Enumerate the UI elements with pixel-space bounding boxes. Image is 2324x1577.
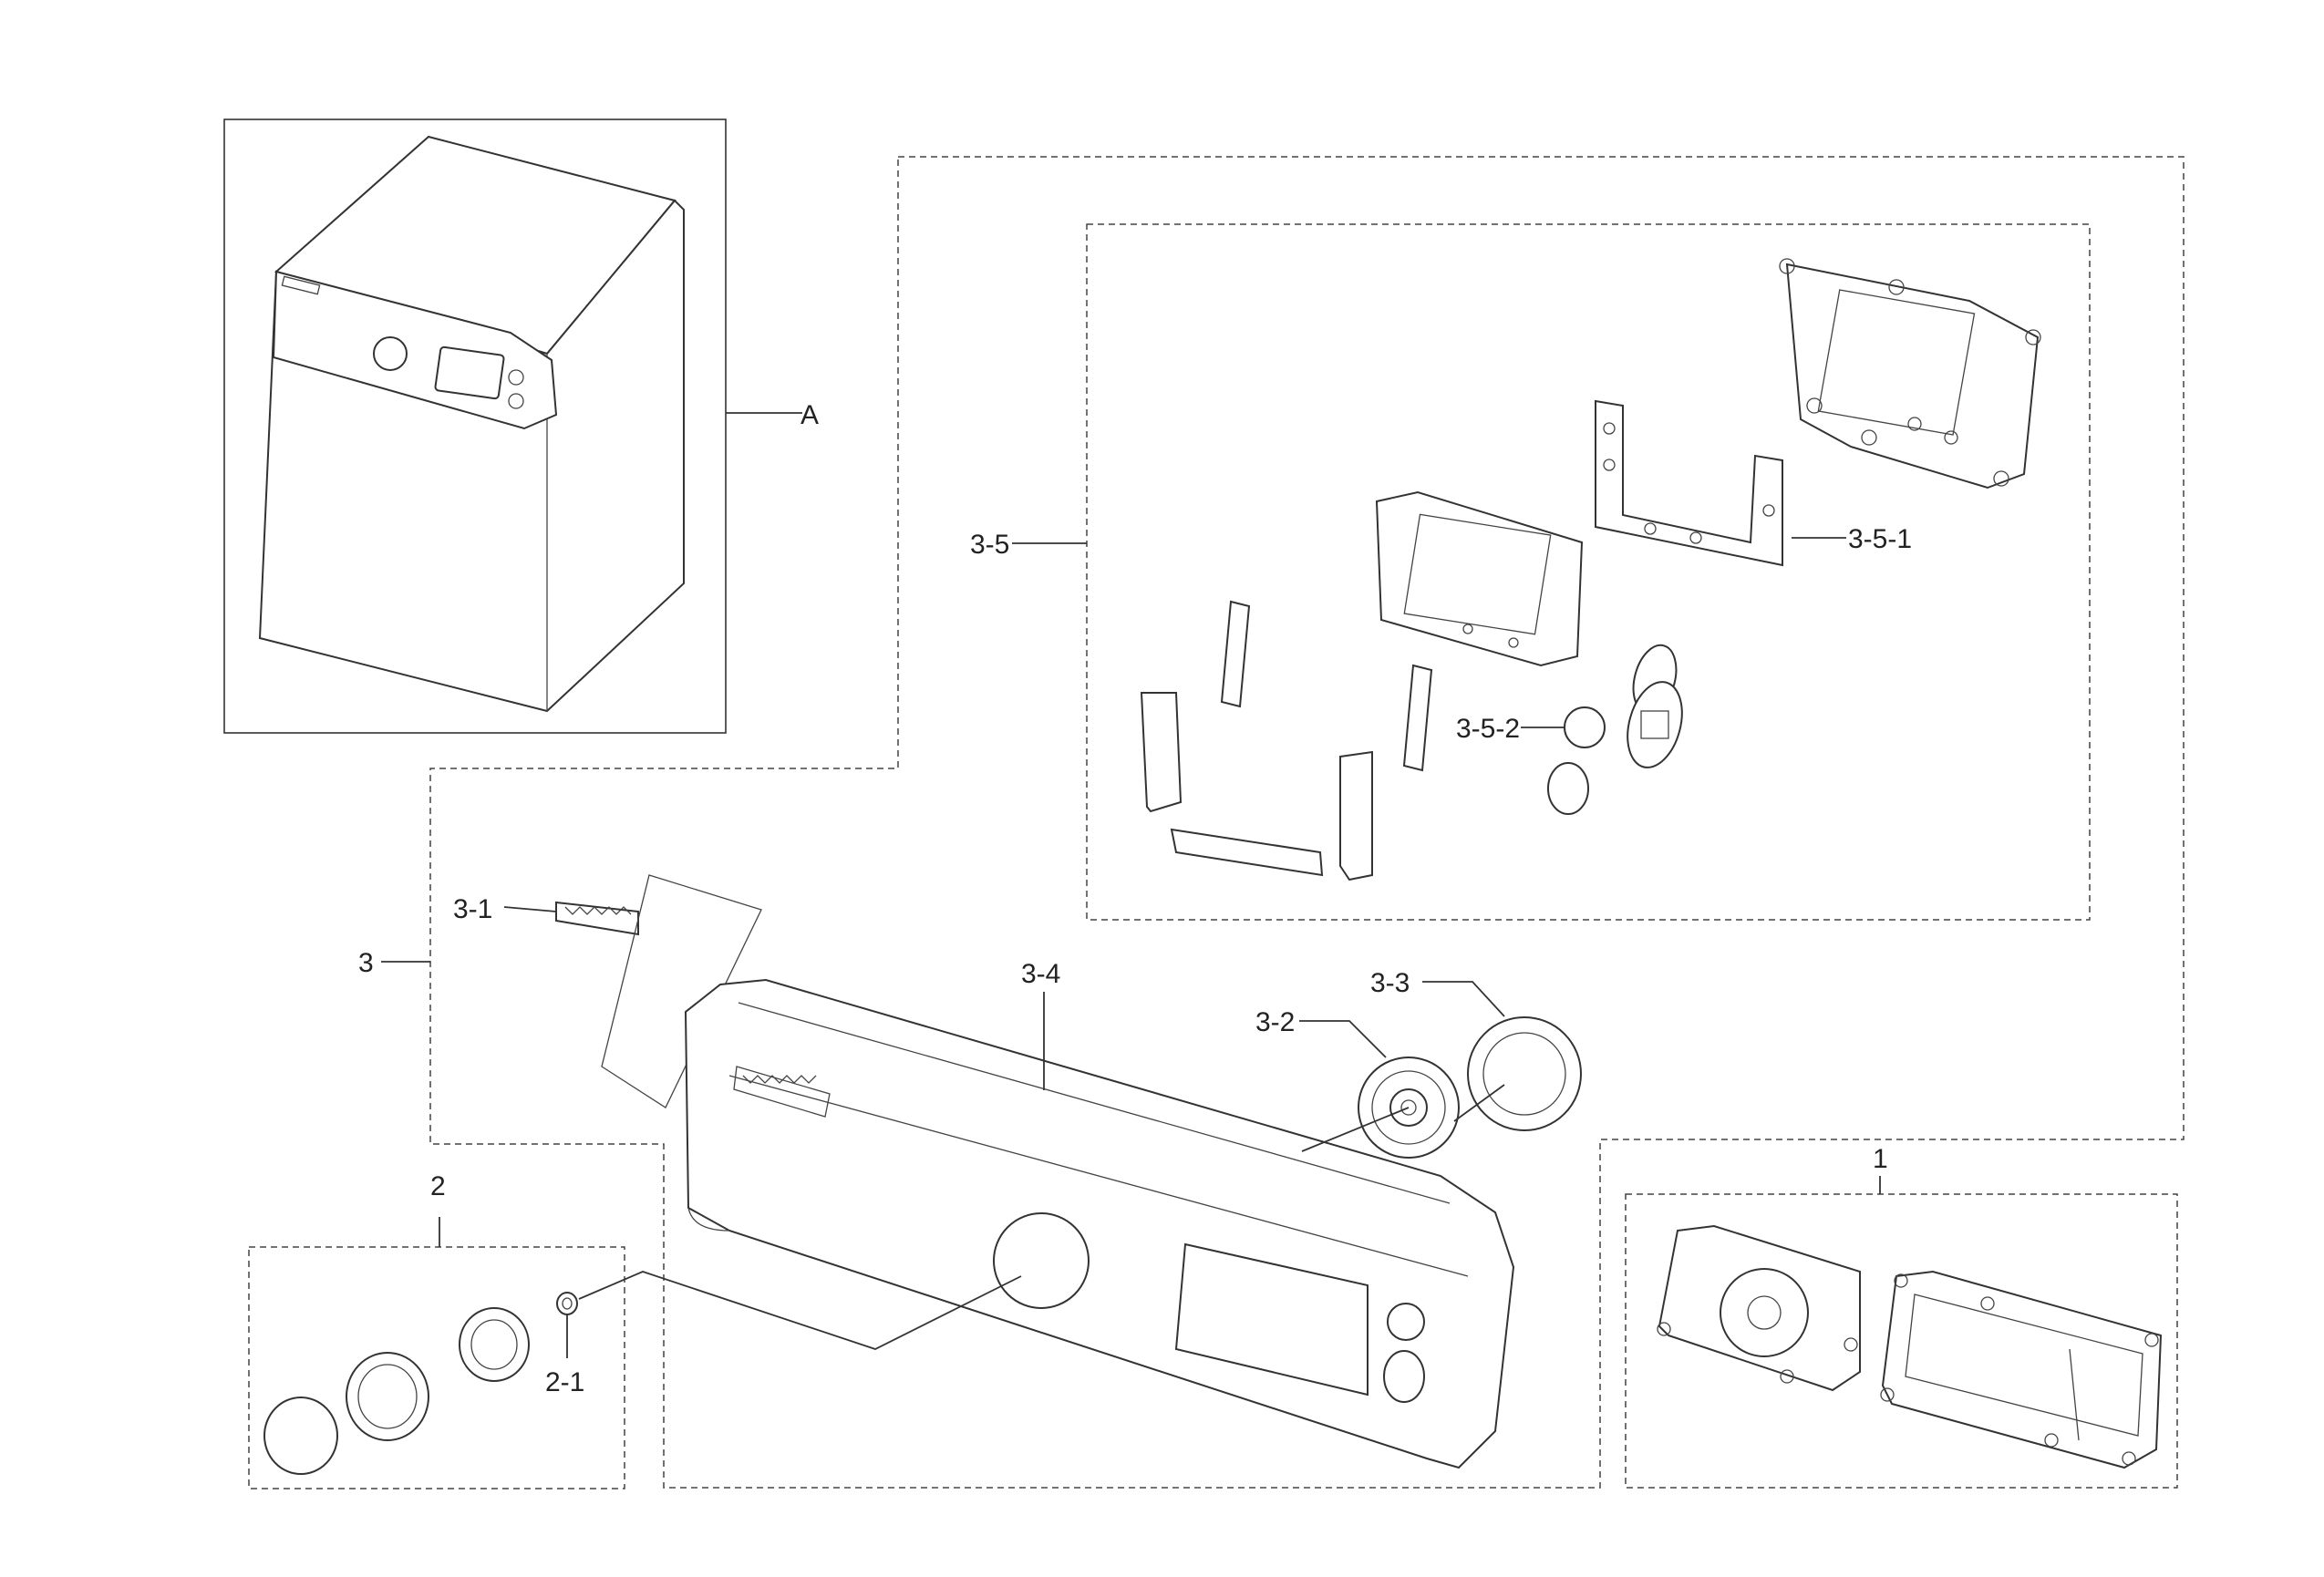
- button-opening-bottom: [1383, 1350, 1425, 1403]
- knob-body: [459, 1307, 530, 1382]
- part-3-4-control-panel: 3-4: [684, 959, 1515, 1469]
- group-1-pcb-assembly: 1: [1625, 1144, 2178, 1489]
- encoder-parts: 3-5-2: [1456, 644, 1683, 815]
- leader-3-2: [1299, 1020, 1387, 1058]
- label-1: 1: [1873, 1144, 1888, 1174]
- part-3-3-ring: 3-3: [1370, 968, 1582, 1131]
- label-3-5: 3-5: [970, 530, 1009, 560]
- pcb-bracket: [1779, 258, 2041, 490]
- part-3-1-decal: 3-1: [453, 874, 762, 1108]
- label-3-5-1: 3-5-1: [1848, 524, 1912, 554]
- part-3-5-1-key-strip: 3-5-1: [1595, 399, 1912, 567]
- button-opening-top: [1387, 1303, 1425, 1341]
- button-strips: [1140, 600, 1433, 881]
- part-3-2-knob-base: 3-2: [1255, 1007, 1460, 1159]
- main-pcb: [1657, 1224, 1861, 1392]
- dryer-display-icon: [434, 345, 505, 400]
- group-3-outline: [429, 156, 2185, 1489]
- group-1-frame: [1625, 1193, 2178, 1489]
- connector-3-3: [1453, 1084, 1505, 1122]
- connector-2: [578, 1271, 1022, 1350]
- leader-3-1: [503, 906, 557, 912]
- display-window: [1174, 1242, 1369, 1397]
- group-3-5-display-assembly: 3-5 3-5-1: [970, 223, 2091, 921]
- label-3-2: 3-2: [1255, 1007, 1295, 1037]
- label-3-4: 3-4: [1021, 959, 1060, 989]
- group-a-frame: [223, 119, 727, 734]
- part-3-5-2-button: [1564, 706, 1606, 748]
- pcb-case: [1880, 1270, 2163, 1469]
- label-3-5-2: 3-5-2: [1456, 714, 1520, 744]
- dryer-dial-icon: [373, 336, 408, 371]
- part-2-1-washer: [556, 1292, 578, 1315]
- group-a-dryer: A: [223, 119, 819, 734]
- group-2-knob-assembly: 2 2-1: [248, 1171, 1022, 1489]
- connector-3-2: [1301, 1107, 1410, 1152]
- leader-3-3: [1422, 981, 1505, 1017]
- label-3-1: 3-1: [453, 894, 492, 924]
- label-2-1: 2-1: [545, 1367, 584, 1397]
- label-3-3: 3-3: [1370, 968, 1410, 998]
- label-2: 2: [430, 1171, 446, 1201]
- label-a: A: [800, 400, 819, 430]
- lcd-holder: [1375, 490, 1584, 667]
- group-2-frame: [248, 1246, 625, 1489]
- dial-opening: [993, 1212, 1090, 1309]
- group-3-5-frame: [1086, 223, 2091, 921]
- knob-cover: [263, 1397, 338, 1475]
- label-3: 3: [358, 948, 374, 978]
- dryer-illustration: [258, 135, 685, 713]
